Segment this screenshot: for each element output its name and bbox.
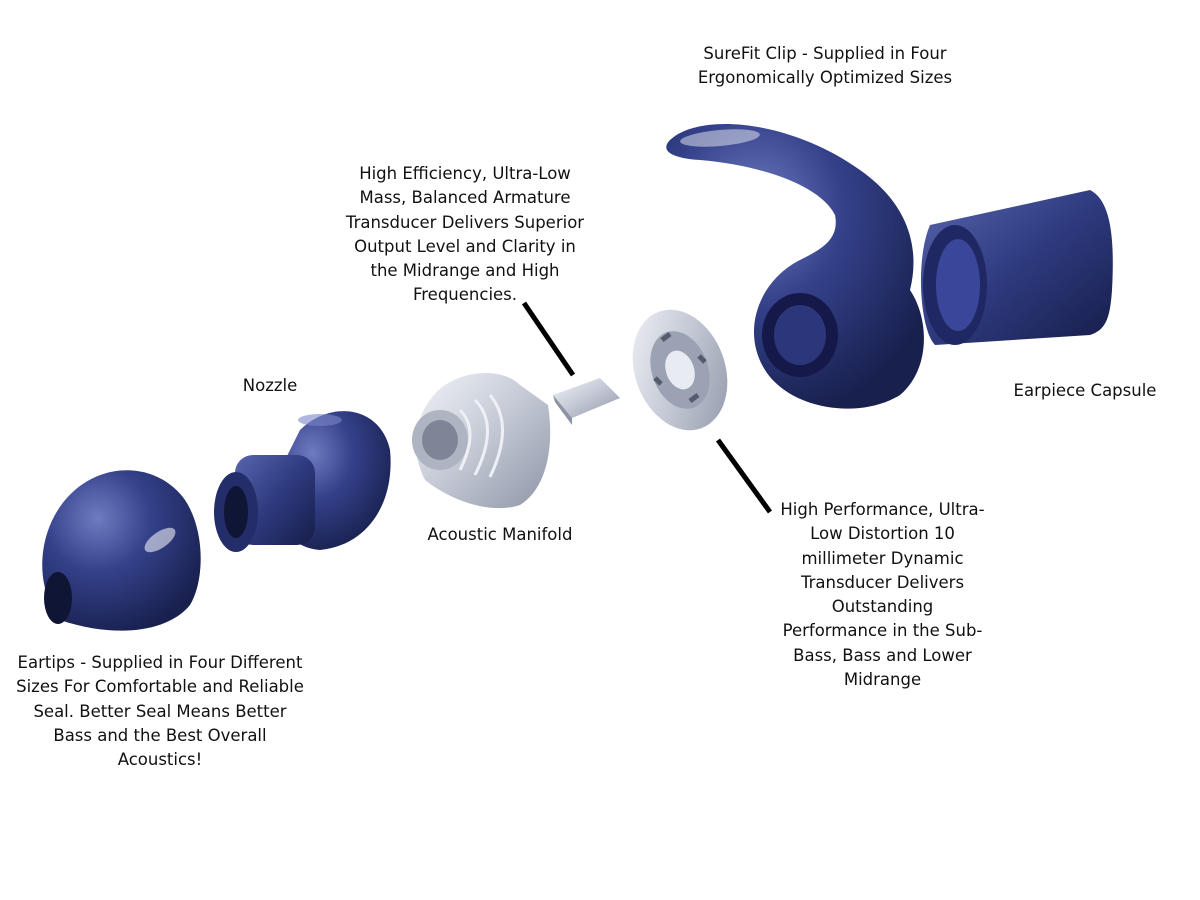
label-surefit-clip: SureFit Clip - Supplied in Four Ergonomi…: [697, 44, 953, 88]
leader-line-armature: [521, 301, 576, 377]
nozzle-part: [214, 411, 391, 552]
dynamic-transducer-part: [632, 309, 728, 431]
label-acoustic-manifold: Acoustic Manifold: [427, 525, 573, 544]
label-eartips: Eartips - Supplied in Four Different Siz…: [16, 653, 304, 770]
label-balanced-armature: High Efficiency, Ultra-Low Mass, Balance…: [345, 164, 585, 305]
eartip-part: [42, 470, 201, 631]
label-dynamic-transducer: High Performance, Ultra- Low Distortion …: [780, 500, 985, 690]
earpiece-capsule-part: [920, 190, 1113, 345]
balanced-armature-part: [553, 378, 620, 425]
label-earpiece-capsule: Earpiece Capsule: [1013, 381, 1157, 400]
leader-line-dynamic: [715, 438, 773, 514]
label-nozzle: Nozzle: [242, 376, 298, 395]
surefit-clip-part: [666, 124, 924, 409]
acoustic-manifold-part: [412, 373, 551, 509]
